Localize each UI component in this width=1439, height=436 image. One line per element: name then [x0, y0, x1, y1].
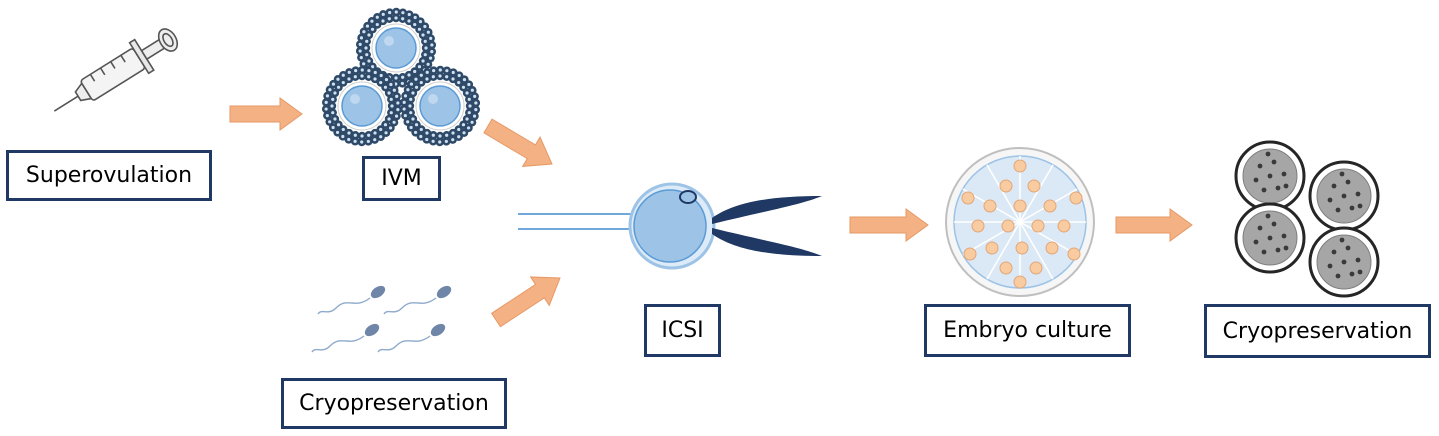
- embryo-dot: [999, 179, 1013, 193]
- embryo-dot: [1057, 219, 1071, 233]
- frozen-embryo: [1234, 202, 1306, 274]
- embryo-dot: [1043, 199, 1057, 213]
- embryo-cryopreservation-label: Cryopreservation: [1204, 304, 1431, 358]
- embryo-dot: [999, 261, 1013, 275]
- embryo-dot: [1029, 261, 1043, 275]
- embryo-dot: [1013, 199, 1027, 213]
- sperm-cell: [311, 323, 380, 353]
- embryo-dot: [1069, 191, 1083, 205]
- icsi-label: ICSI: [644, 304, 721, 357]
- sperm-cryopreservation-label: Cryopreservation: [281, 378, 507, 429]
- oocyte-cluster-icon: [321, 7, 481, 147]
- oocyte: [321, 65, 403, 147]
- embryo-dot: [1015, 241, 1029, 255]
- ivm-label: IVM: [362, 156, 441, 201]
- frozen-embryo: [1308, 226, 1380, 298]
- embryo-dot: [1001, 219, 1015, 233]
- oocyte: [399, 65, 481, 147]
- frozen-embryo: [1308, 160, 1380, 232]
- embryo-dot: [1027, 179, 1041, 193]
- sperm-icon: [311, 285, 452, 353]
- embryo-dot: [963, 247, 977, 261]
- flow-arrow: [1115, 208, 1193, 242]
- flow-arrow: [229, 97, 303, 131]
- superovulation-label: Superovulation: [6, 150, 212, 201]
- embryo-dot: [961, 191, 975, 205]
- frozen-embryo-icon: [1234, 140, 1380, 298]
- flow-arrow: [490, 276, 561, 328]
- arrows: [229, 97, 1193, 328]
- sperm-cell: [383, 285, 452, 315]
- embryo-culture-dish-icon: [945, 147, 1095, 297]
- embryo-dot: [1031, 219, 1045, 233]
- embryo-dot: [1067, 247, 1081, 261]
- embryo-culture-label: Embryo culture: [924, 304, 1131, 357]
- syringe-icon: [53, 28, 179, 112]
- embryo-dot: [971, 219, 985, 233]
- sperm-cell: [317, 285, 386, 315]
- embryo-dot: [1045, 241, 1059, 255]
- icsi-injection-icon: [518, 182, 822, 270]
- embryo-dot: [1013, 159, 1027, 173]
- sperm-cell: [377, 323, 446, 353]
- flow-arrow: [849, 208, 929, 242]
- embryo-dot: [1013, 275, 1027, 289]
- frozen-embryo: [1234, 140, 1306, 212]
- flow-arrow: [483, 118, 553, 167]
- embryo-dot: [983, 199, 997, 213]
- embryo-dot: [985, 241, 999, 255]
